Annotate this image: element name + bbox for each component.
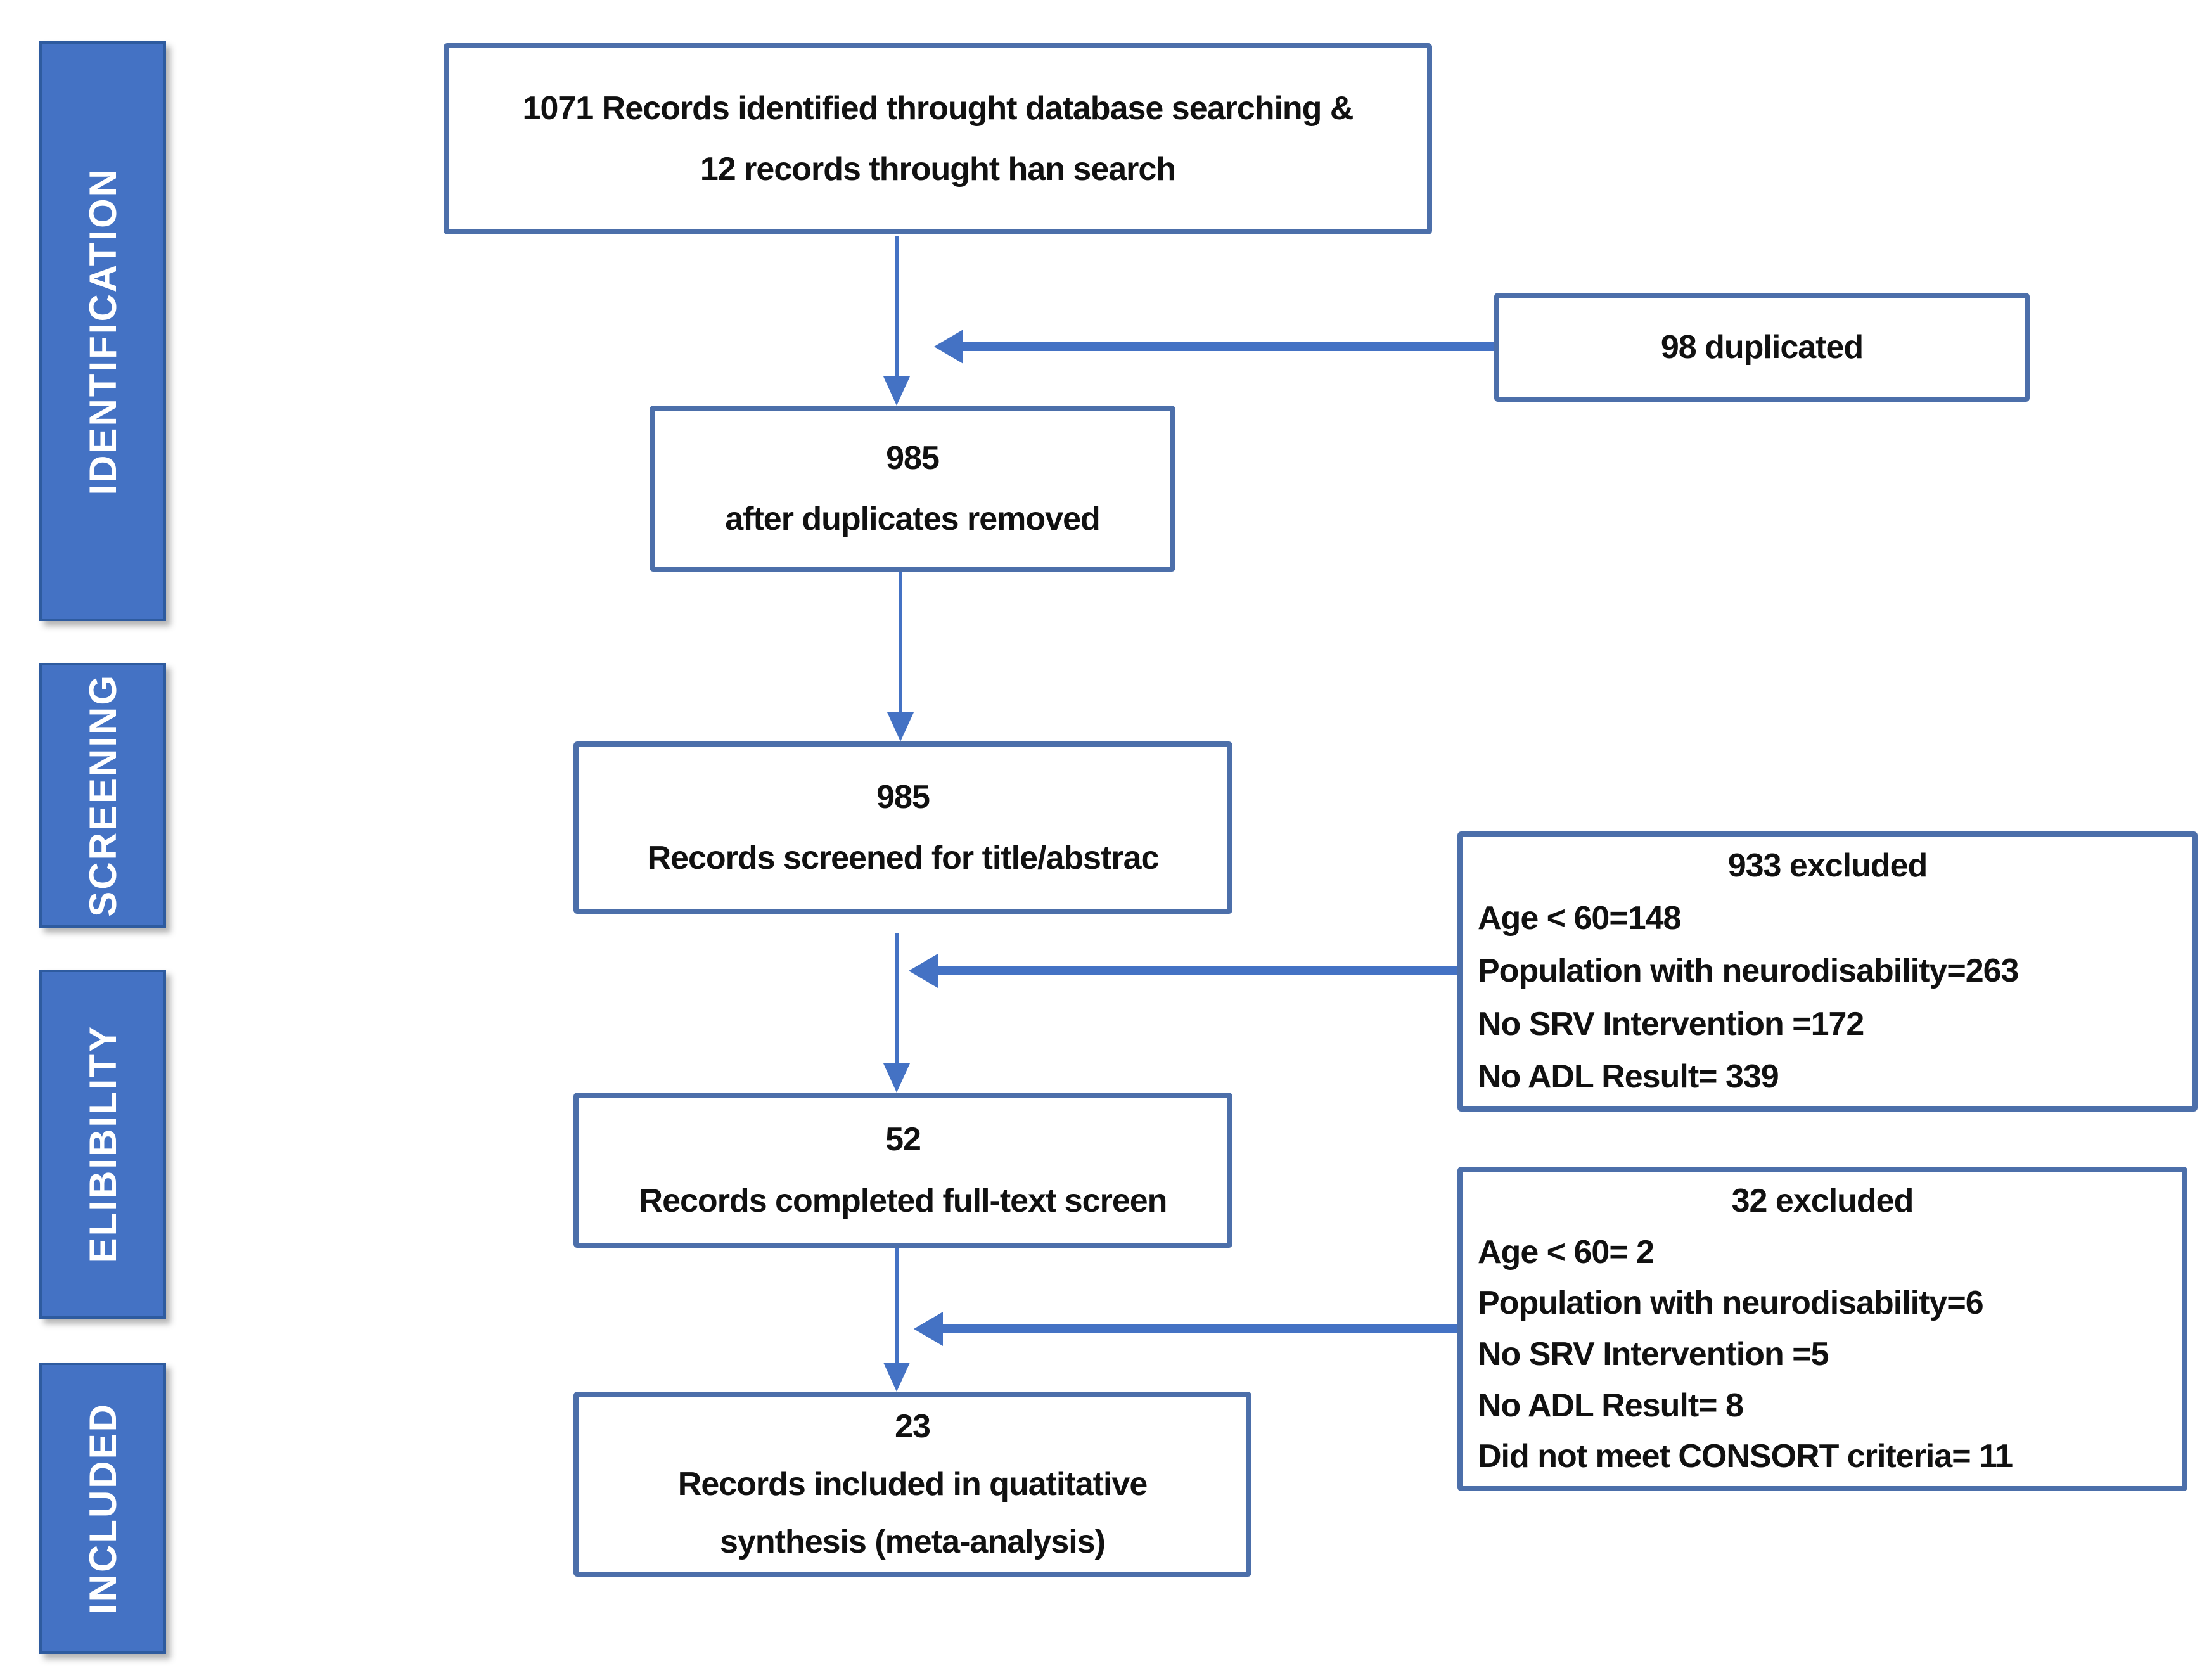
- excluded-32-reason-adl: No ADL Result= 8: [1478, 1387, 1744, 1424]
- excluded-933-reason-adl: No ADL Result= 339: [1478, 1058, 1779, 1095]
- records-screened-caption: Records screened for title/abstrac: [647, 840, 1160, 876]
- arrow-excluded-full-text-out: [943, 1324, 1457, 1333]
- arrow-duplicated-out: [963, 342, 1494, 351]
- full-text-count: 52: [885, 1121, 921, 1158]
- full-text-caption: Records completed full-text screen: [639, 1182, 1168, 1219]
- arrow-screened-to-full-text: [895, 933, 899, 1063]
- excluded-933-reason-population: Population with neurodisability=263: [1478, 952, 2019, 990]
- stage-screening: SCREENING: [39, 663, 166, 928]
- box-records-identified: 1071 Records identified throught databas…: [444, 43, 1432, 234]
- excluded-32-reason-srv: No SRV Intervention =5: [1478, 1336, 1829, 1373]
- excluded-933-reason-srv: No SRV Intervention =172: [1478, 1005, 1864, 1042]
- box-included-meta-analysis: 23 Records included in quatitative synth…: [573, 1392, 1251, 1577]
- excluded-32-reason-consort: Did not meet CONSORT criteria= 11: [1478, 1438, 2013, 1475]
- excluded-32-reason-age: Age < 60= 2: [1478, 1233, 1655, 1271]
- stage-eligibility-label: ELIBIBILITY: [81, 1025, 124, 1264]
- excluded-933-reason-age: Age < 60=148: [1478, 900, 1681, 937]
- excluded-32-reason-population: Population with neurodisability=6: [1478, 1285, 1984, 1322]
- records-identified-line-1: 1071 Records identified throught databas…: [522, 89, 1354, 127]
- excluded-933-title: 933 excluded: [1727, 847, 1928, 885]
- after-duplicates-count: 985: [886, 439, 940, 477]
- arrow-full-text-to-included: [895, 1248, 899, 1363]
- included-caption-2: synthesis (meta-analysis): [720, 1523, 1106, 1560]
- box-excluded-full-text: 32 excluded Age < 60= 2 Population with …: [1457, 1167, 2187, 1491]
- stage-eligibility: ELIBIBILITY: [39, 970, 166, 1319]
- excluded-32-title: 32 excluded: [1731, 1183, 1914, 1220]
- stage-included-label: INCLUDED: [81, 1402, 124, 1614]
- included-caption-1: Records included in quatitative: [677, 1465, 1148, 1503]
- box-duplicated: 98 duplicated: [1494, 293, 2030, 402]
- duplicated-label: 98 duplicated: [1660, 328, 1864, 366]
- box-records-screened: 985 Records screened for title/abstrac: [573, 741, 1232, 914]
- box-after-duplicates-removed: 985 after duplicates removed: [650, 406, 1175, 572]
- included-count: 23: [895, 1407, 931, 1445]
- after-duplicates-caption: after duplicates removed: [725, 501, 1101, 537]
- box-excluded-title-abstract: 933 excluded Age < 60=148 Population wit…: [1457, 831, 2198, 1112]
- stage-identification-label: IDENTIFICATION: [81, 167, 124, 496]
- arrow-identified-to-after-duplicates: [895, 236, 899, 376]
- box-full-text-screen: 52 Records completed full-text screen: [573, 1093, 1232, 1248]
- arrow-after-duplicates-to-screened: [899, 572, 902, 712]
- stage-included: INCLUDED: [39, 1363, 166, 1654]
- records-screened-count: 985: [876, 778, 930, 816]
- stage-identification: IDENTIFICATION: [39, 41, 166, 621]
- stage-screening-label: SCREENING: [81, 674, 124, 917]
- arrow-excluded-title-abstract-out: [938, 966, 1457, 975]
- records-identified-line-2: 12 records throught han search: [700, 151, 1176, 188]
